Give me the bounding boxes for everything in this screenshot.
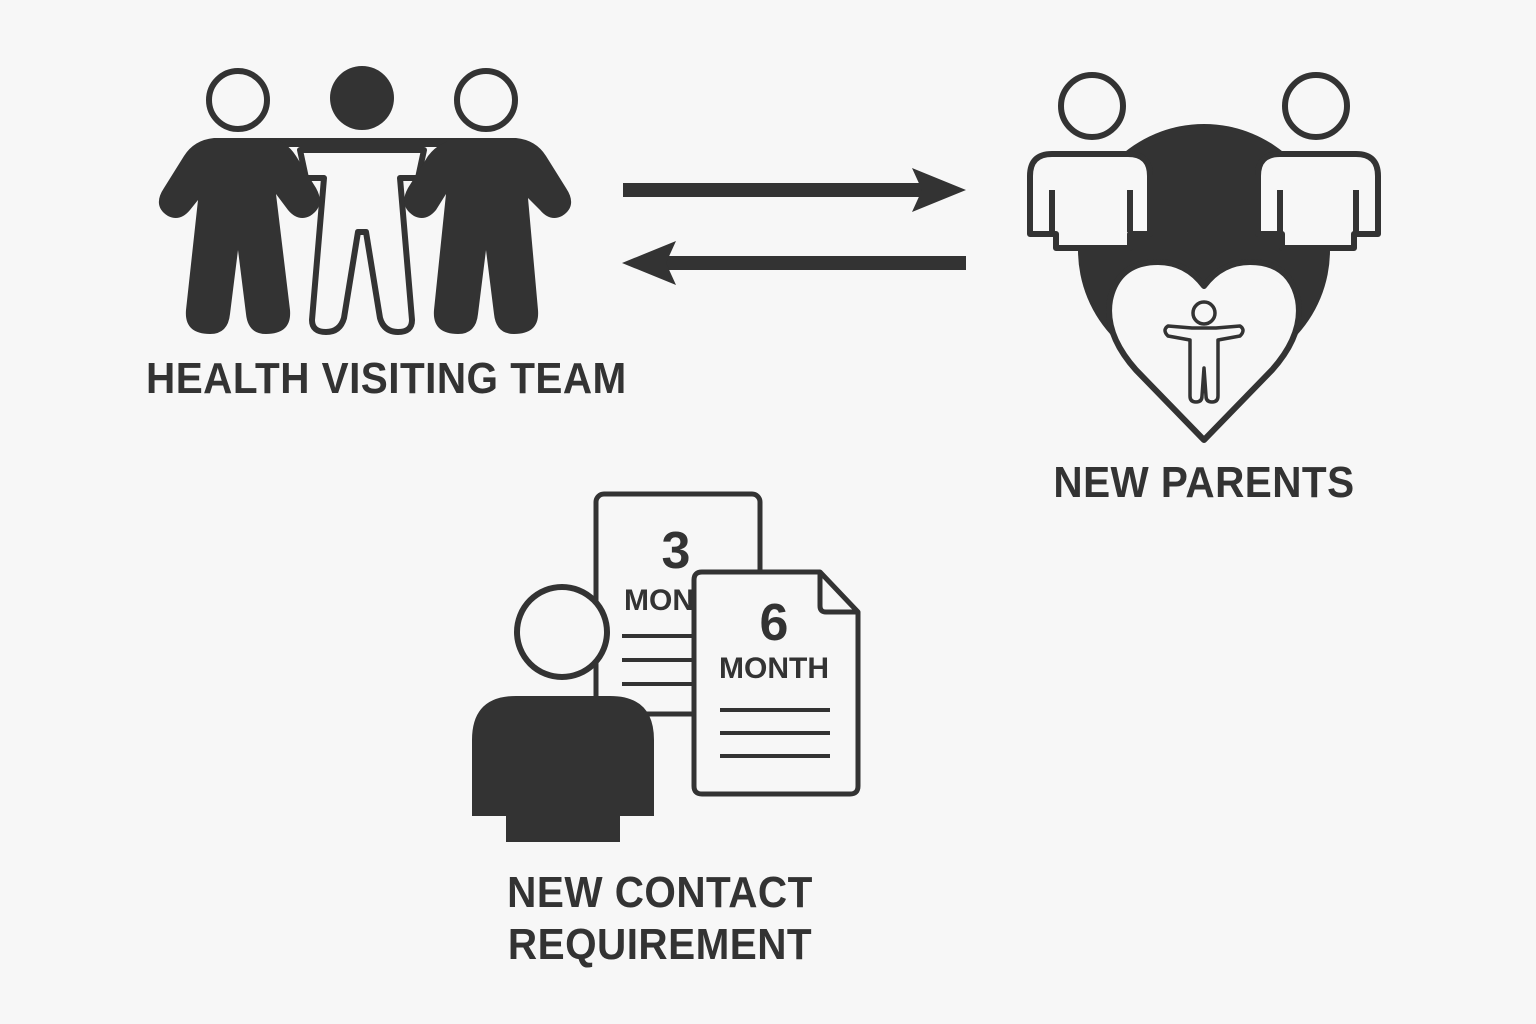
parent-right xyxy=(1255,72,1381,251)
baby-icon xyxy=(1163,300,1245,404)
person-bust-icon xyxy=(472,584,654,842)
label-health-visiting-team: HEALTH VISITING TEAM xyxy=(146,354,627,403)
document-3-unit: MON xyxy=(624,584,694,617)
document-6-number: 6 xyxy=(760,594,789,652)
label-requirement: REQUIREMENT xyxy=(507,920,813,969)
heart-icon xyxy=(1106,259,1302,443)
new-contact-requirement-icon: 3 MON 6 MONTH xyxy=(472,491,861,842)
arrow-right-icon xyxy=(623,168,966,212)
team-member-right xyxy=(404,68,572,334)
parent-left xyxy=(1027,72,1153,251)
document-6-month: 6 MONTH xyxy=(691,569,861,797)
new-parents-icon xyxy=(1027,72,1381,443)
document-6-unit: MONTH xyxy=(719,652,829,685)
team-link-bar xyxy=(258,138,466,147)
team-member-center xyxy=(297,66,427,335)
team-member-left xyxy=(158,68,320,334)
arrow-left-icon xyxy=(622,241,966,285)
label-new-contact: NEW CONTACT xyxy=(507,868,813,917)
label-new-parents: NEW PARENTS xyxy=(1053,458,1355,507)
health-visiting-team-icon xyxy=(158,66,572,335)
document-3-number: 3 xyxy=(662,522,691,580)
